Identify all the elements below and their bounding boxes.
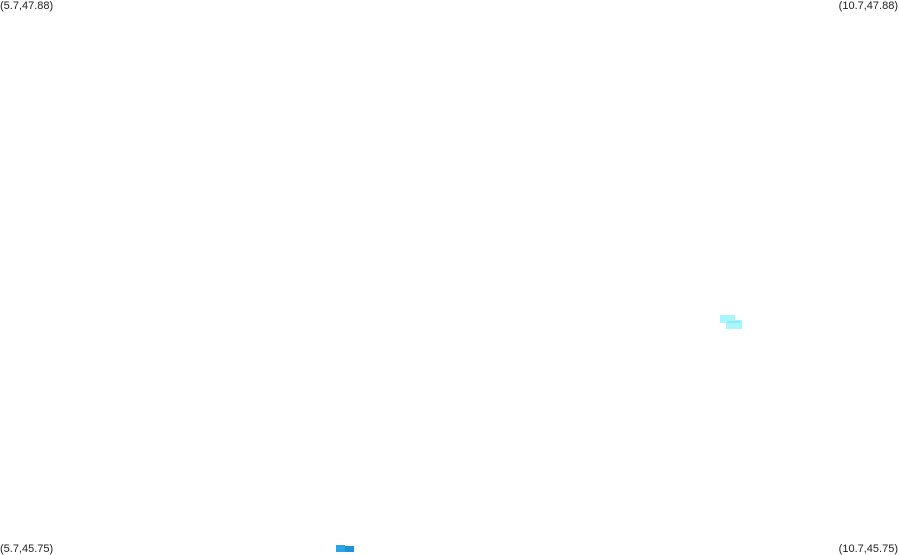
map-feature[interactable] — [727, 321, 740, 323]
feature-cluster-light — [720, 315, 742, 329]
corner-label-top-left: (5.7,47.88) — [0, 0, 54, 12]
feature-cluster-dark — [336, 545, 354, 552]
map-feature[interactable] — [726, 320, 742, 329]
corner-label-top-right: (10.7,47.88) — [838, 0, 898, 12]
map-feature[interactable] — [336, 545, 345, 552]
map-feature[interactable] — [345, 546, 354, 552]
map-feature[interactable] — [720, 315, 735, 323]
